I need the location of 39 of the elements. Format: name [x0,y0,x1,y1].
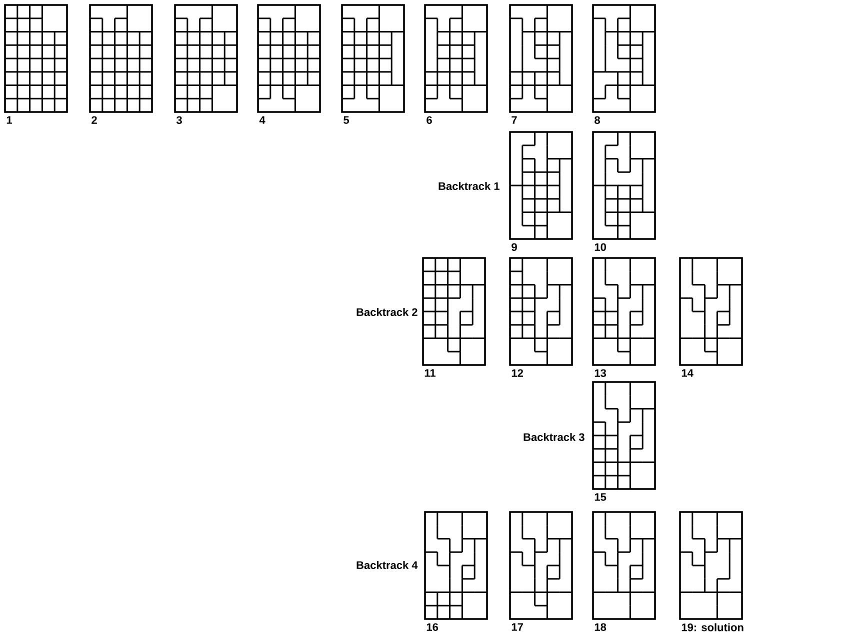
grid-drawing [509,257,573,366]
step-number: 12 [512,369,523,377]
step-number: 4 [259,116,266,124]
step-number: 3 [176,116,182,124]
grid-drawing [341,4,405,113]
step-number: 7 [512,116,517,124]
step-number: 19: solution [682,623,744,632]
backtrack-label: Backtrack 1 [438,182,500,190]
grid-drawing [422,257,486,366]
step-number: 18 [594,623,606,631]
grid-drawing [592,511,656,620]
grid-drawing [174,4,238,113]
step-number: 17 [512,623,523,631]
step-number: 11 [424,369,436,377]
grid-drawing [592,4,656,113]
step-number: 5 [344,116,349,124]
grid-drawing [509,511,573,620]
step-number: 16 [426,623,438,631]
step-number: 13 [594,369,606,377]
grid-drawing [509,131,573,240]
step-number: 15 [594,493,606,501]
grid-drawing [424,4,488,113]
grid-drawing [257,4,321,113]
step-number: 2 [92,116,97,124]
step-number: 9 [512,243,517,251]
grid-drawing [89,4,153,113]
grid-drawing [4,4,68,113]
grid-drawing [592,381,656,490]
grid-drawing [592,257,656,366]
grid-drawing [679,511,743,620]
step-number: 6 [426,116,432,124]
step-number: 8 [594,116,600,124]
step-number: 1 [6,116,12,124]
grid-drawing [592,131,656,240]
grid-drawing [679,257,743,366]
step-number: 14 [682,369,694,377]
grid-drawing [509,4,573,113]
grid-drawing [424,511,488,620]
step-number: 10 [594,243,606,251]
